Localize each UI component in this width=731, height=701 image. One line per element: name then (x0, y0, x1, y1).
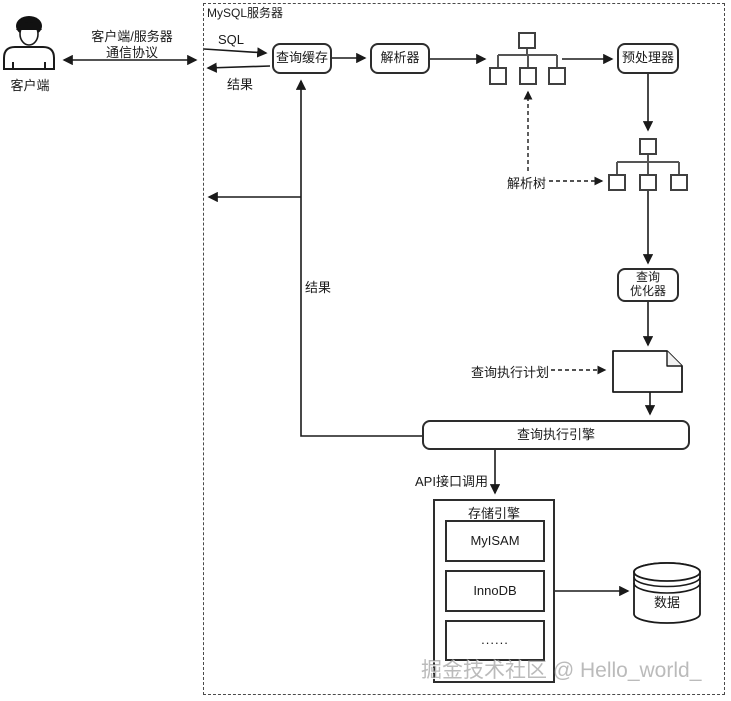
watermark-text: 掘金技术社区 @ Hello_world_ (421, 659, 702, 682)
engine-more: ...... (445, 620, 545, 661)
node-preprocessor: 预处理器 (617, 43, 679, 74)
storage-engine-title: 存储引擎 (467, 506, 520, 521)
server-title: MySQL服务器 (207, 6, 284, 20)
node-query-cache: 查询缓存 (272, 43, 332, 74)
query-plan-label: 查询执行计划 (471, 365, 550, 380)
optimizer-line1: 查询 (635, 270, 660, 285)
protocol-label: 客户端/服务器 通信协议 (83, 29, 181, 62)
client-label: 客户端 (10, 78, 50, 93)
api-call-label: API接口调用 (415, 474, 488, 489)
database-cylinder-icon (633, 562, 701, 624)
result-label-top: 结果 (227, 77, 254, 92)
syntax-tree-icon-2 (608, 138, 688, 191)
parse-tree-label: 解析树 (507, 176, 547, 191)
solid-arrows (62, 47, 656, 597)
syntax-tree-icon-1 (489, 32, 566, 85)
engine-innodb: InnoDB (445, 570, 545, 612)
result-label-mid: 结果 (305, 280, 332, 295)
sql-label: SQL (218, 32, 245, 47)
protocol-label-line2: 通信协议 (105, 45, 158, 61)
arrow-result-to-cache (295, 79, 422, 437)
node-query-execution-engine: 查询执行引擎 (422, 420, 690, 450)
dashed-arrows (523, 90, 607, 375)
node-parser: 解析器 (370, 43, 430, 74)
engine-myisam: MyISAM (445, 520, 545, 562)
client-person-icon (3, 16, 55, 70)
mysql-server-boundary (203, 3, 725, 695)
protocol-label-line1: 客户端/服务器 (91, 29, 173, 44)
arrow-result-to-client (206, 62, 271, 73)
document-icon (612, 350, 683, 393)
arrow-sql (203, 47, 268, 58)
data-store-label: 数据 (653, 595, 680, 610)
optimizer-line2: 优化器 (629, 284, 666, 298)
node-query-optimizer: 查询 优化器 (617, 268, 679, 302)
